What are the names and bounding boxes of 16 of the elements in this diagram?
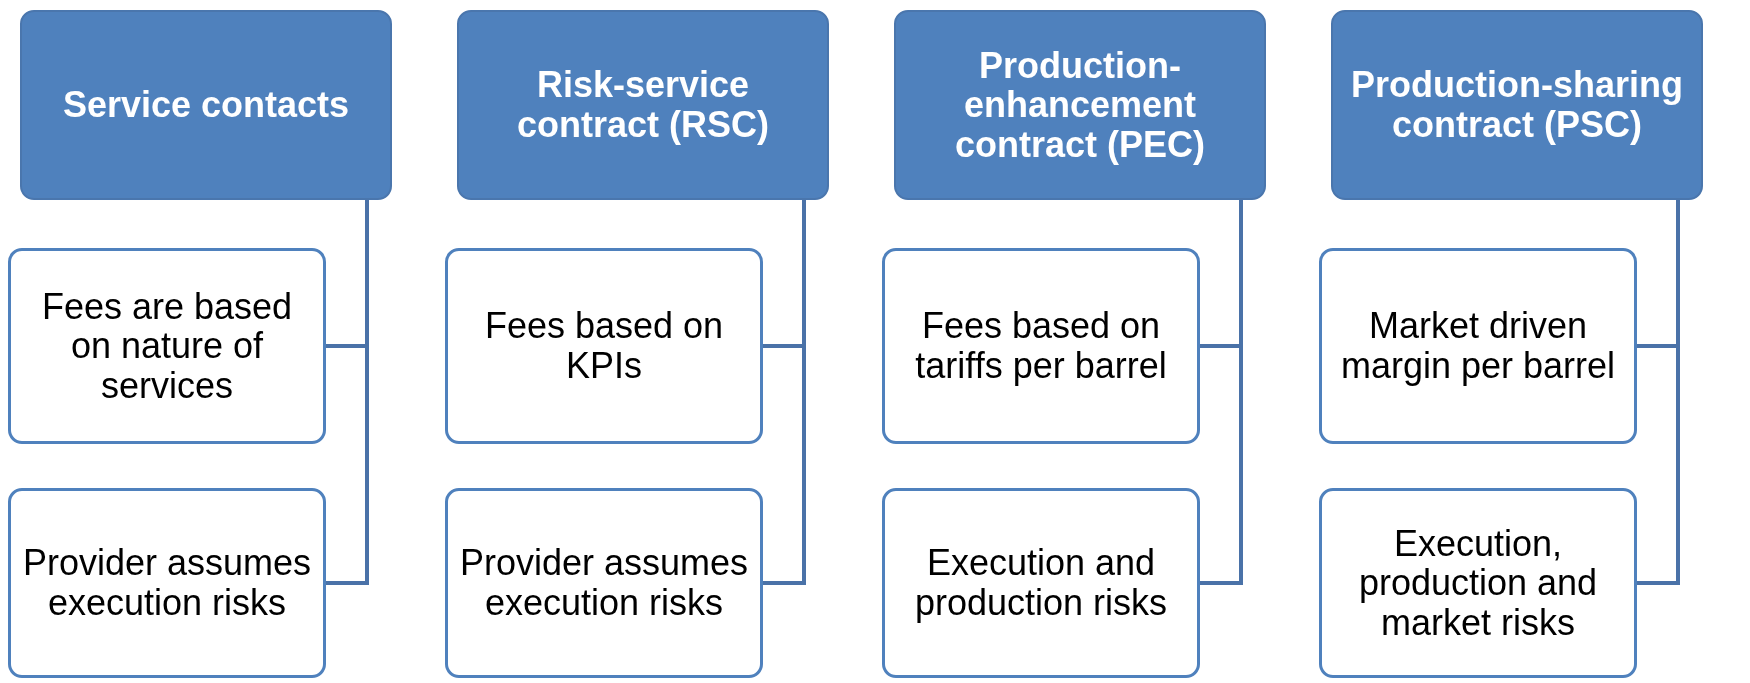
text-box: Execution and production risks — [882, 488, 1200, 678]
header-box: Service contacts — [20, 10, 392, 200]
text-box: Provider assumes execution risks — [445, 488, 763, 678]
text-box: Provider assumes execution risks — [8, 488, 326, 678]
text-box: Market driven margin per barrel — [1319, 248, 1637, 444]
text-box: Fees based on tariffs per barrel — [882, 248, 1200, 444]
header-box: Production-sharing contract (PSC) — [1331, 10, 1703, 200]
text-box: Execution, production and market risks — [1319, 488, 1637, 678]
header-box: Production-enhancement contract (PEC) — [894, 10, 1266, 200]
connector-line — [1200, 200, 1243, 585]
header-box: Risk-service contract (RSC) — [457, 10, 829, 200]
connector-line — [763, 200, 806, 585]
text-box: Fees based on KPIs — [445, 248, 763, 444]
connector-line — [1637, 200, 1680, 585]
text-box: Fees are based on nature of services — [8, 248, 326, 444]
connector-line — [326, 200, 369, 585]
